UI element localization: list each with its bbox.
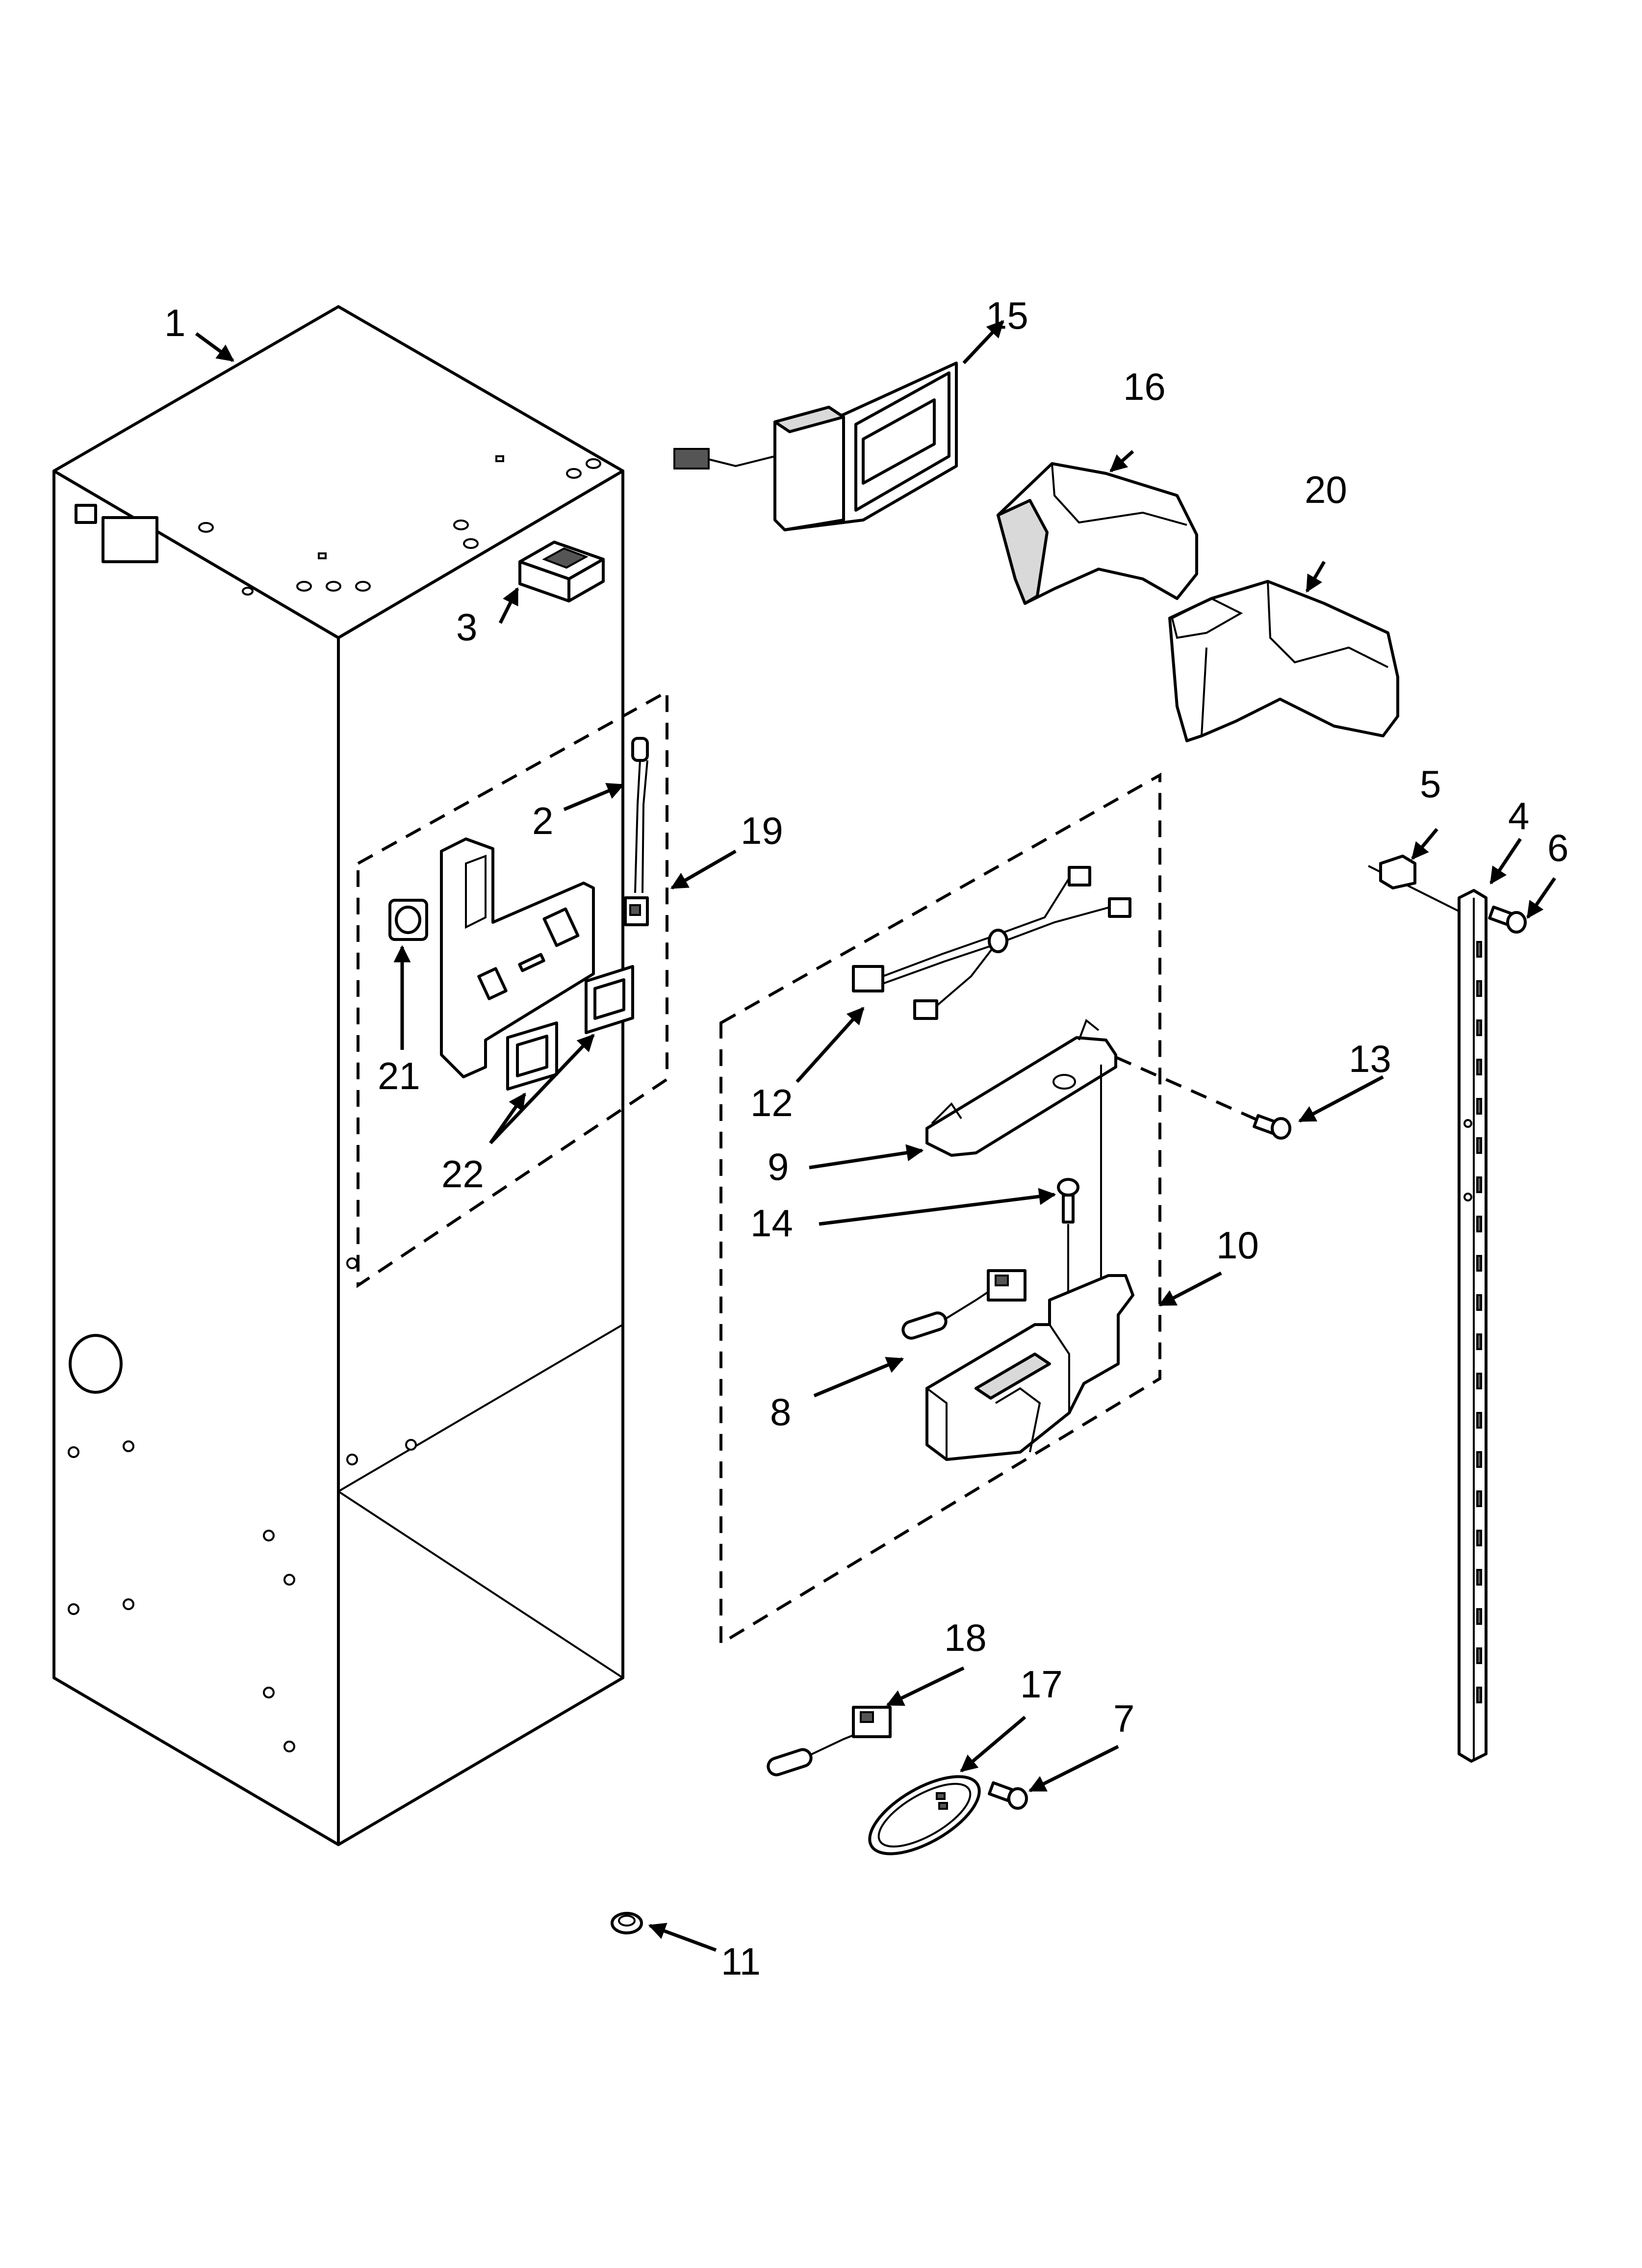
screw-7 bbox=[988, 1781, 1028, 1810]
callout-20: 20 bbox=[1305, 468, 1347, 511]
callout-labels: 1 3 2 19 21 22 15 16 20 5 4 6 13 12 9 14… bbox=[164, 294, 1568, 1983]
callout-18: 18 bbox=[944, 1616, 987, 1659]
lens-covers bbox=[506, 965, 634, 1091]
callout-14: 14 bbox=[750, 1201, 793, 1245]
thermostat-bracket bbox=[925, 1018, 1117, 1157]
callout-leaders bbox=[195, 320, 1556, 1952]
clip-5 bbox=[1368, 855, 1467, 916]
screw-6 bbox=[1488, 905, 1527, 934]
callout-21: 21 bbox=[378, 1054, 420, 1097]
rail-slots bbox=[1476, 941, 1482, 1703]
callout-17: 17 bbox=[1020, 1663, 1063, 1706]
plug-11 bbox=[611, 1912, 643, 1934]
callout-10: 10 bbox=[1216, 1224, 1259, 1267]
thermostat-assembly-outline bbox=[719, 772, 1161, 1646]
callout-2: 2 bbox=[532, 799, 553, 842]
screw-13 bbox=[1115, 1056, 1291, 1140]
callout-1: 1 bbox=[164, 301, 185, 344]
callout-16: 16 bbox=[1123, 365, 1166, 408]
callout-7: 7 bbox=[1113, 1697, 1134, 1740]
callout-11: 11 bbox=[721, 1940, 761, 1983]
callout-13: 13 bbox=[1349, 1037, 1391, 1080]
callout-6: 6 bbox=[1547, 826, 1568, 869]
evaporator-cover-lower bbox=[1168, 580, 1399, 742]
wire-harness bbox=[852, 866, 1131, 1020]
thermostat-housing bbox=[925, 1274, 1134, 1461]
control-assembly-outline bbox=[357, 689, 668, 1288]
light-lens bbox=[868, 1775, 981, 1855]
callout-8: 8 bbox=[770, 1390, 791, 1434]
control-housing bbox=[440, 837, 595, 1078]
callout-22: 22 bbox=[441, 1152, 484, 1196]
callout-15: 15 bbox=[986, 294, 1028, 337]
shelf-rail bbox=[1458, 889, 1488, 1763]
callout-19: 19 bbox=[741, 809, 783, 852]
thermistor-18 bbox=[767, 1706, 892, 1776]
cabinet-liner bbox=[52, 305, 624, 1846]
callout-5: 5 bbox=[1420, 762, 1441, 806]
knob-bezel bbox=[388, 899, 428, 941]
thermistor-8 bbox=[901, 1269, 1026, 1340]
light-housing bbox=[673, 362, 958, 531]
light-socket bbox=[624, 737, 649, 926]
callout-4: 4 bbox=[1508, 794, 1529, 837]
callout-3: 3 bbox=[456, 605, 477, 649]
switch-housing bbox=[518, 541, 605, 602]
evaporator-cover-upper bbox=[997, 462, 1198, 605]
callout-9: 9 bbox=[768, 1145, 789, 1188]
callout-12: 12 bbox=[750, 1081, 793, 1124]
